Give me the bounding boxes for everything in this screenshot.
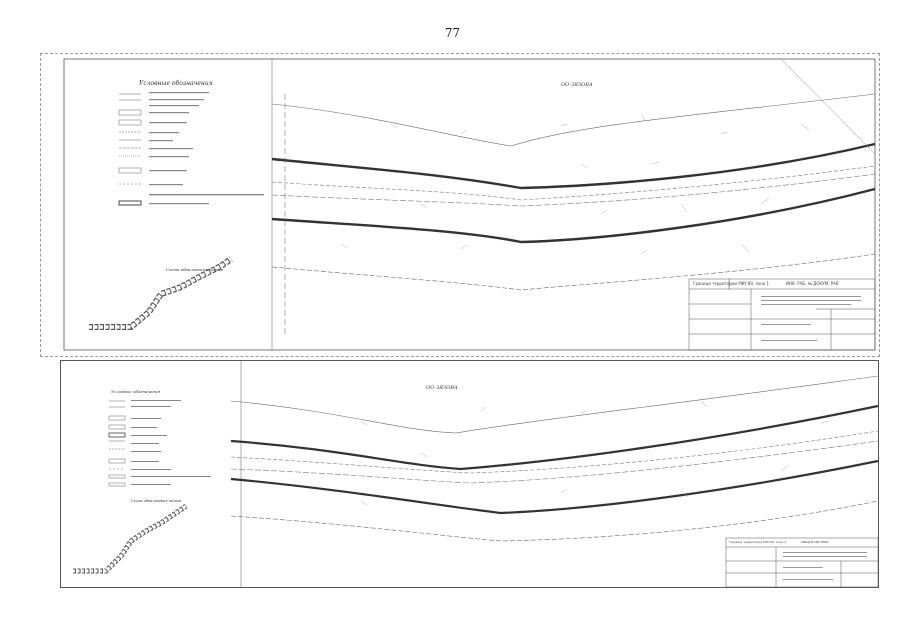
area-label: ОО-ЗЯЗОВА [426,385,458,391]
drawing-sheet-top: Условные обозначения Схема обвалования п… [40,53,880,357]
title-block-title: ИНВ. РАБ. № ДОКУМ. РАВ [786,281,839,286]
scheme-title: Схема обвалования песков [166,267,224,272]
sheet-bottom-drawing [73,361,878,587]
legend-title: Условные обозначения [111,389,161,394]
sheet-top-drawing [63,58,876,351]
drawing-sheet-bottom: Условные обозначения Схема обвалования п… [60,360,879,588]
title-block-title: ОБЩАЯ СИСТЕМА [801,540,829,544]
scheme-title: Схема обвалования песков [131,499,182,503]
legend-title: Условные обозначения [139,80,213,87]
area-label: ОО-ЗЯЗОВА [561,82,593,88]
title-block-header: Граница территории РФУ 80, зона 1 [693,281,769,286]
page-number: 77 [444,26,461,40]
title-block-header: Граница территории РФУ 80, зона 1 [729,540,786,544]
